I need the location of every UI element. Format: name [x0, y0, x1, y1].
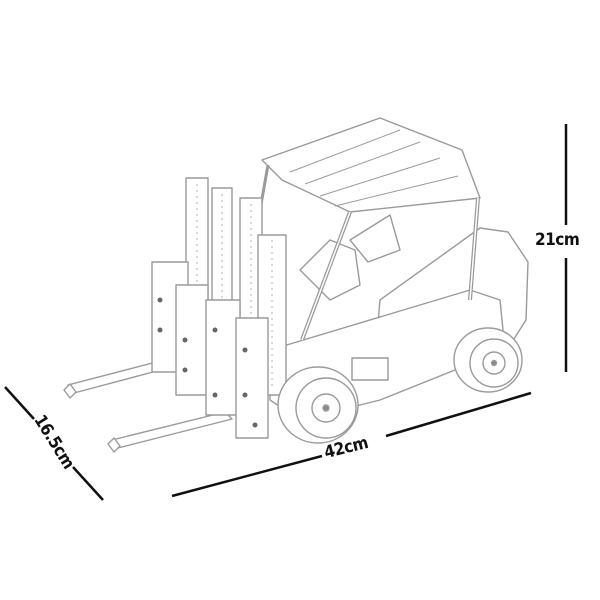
width-dimension-line [4, 386, 104, 501]
fork-carriage [151, 261, 269, 439]
forklift-illustration [63, 117, 529, 453]
height-dimension-label: 21cm [535, 230, 580, 250]
rear-wheel [453, 327, 523, 393]
length-dimension-line [171, 391, 532, 498]
fork-right [107, 411, 233, 453]
front-wheel [277, 366, 359, 444]
overhead-guard [261, 117, 481, 213]
